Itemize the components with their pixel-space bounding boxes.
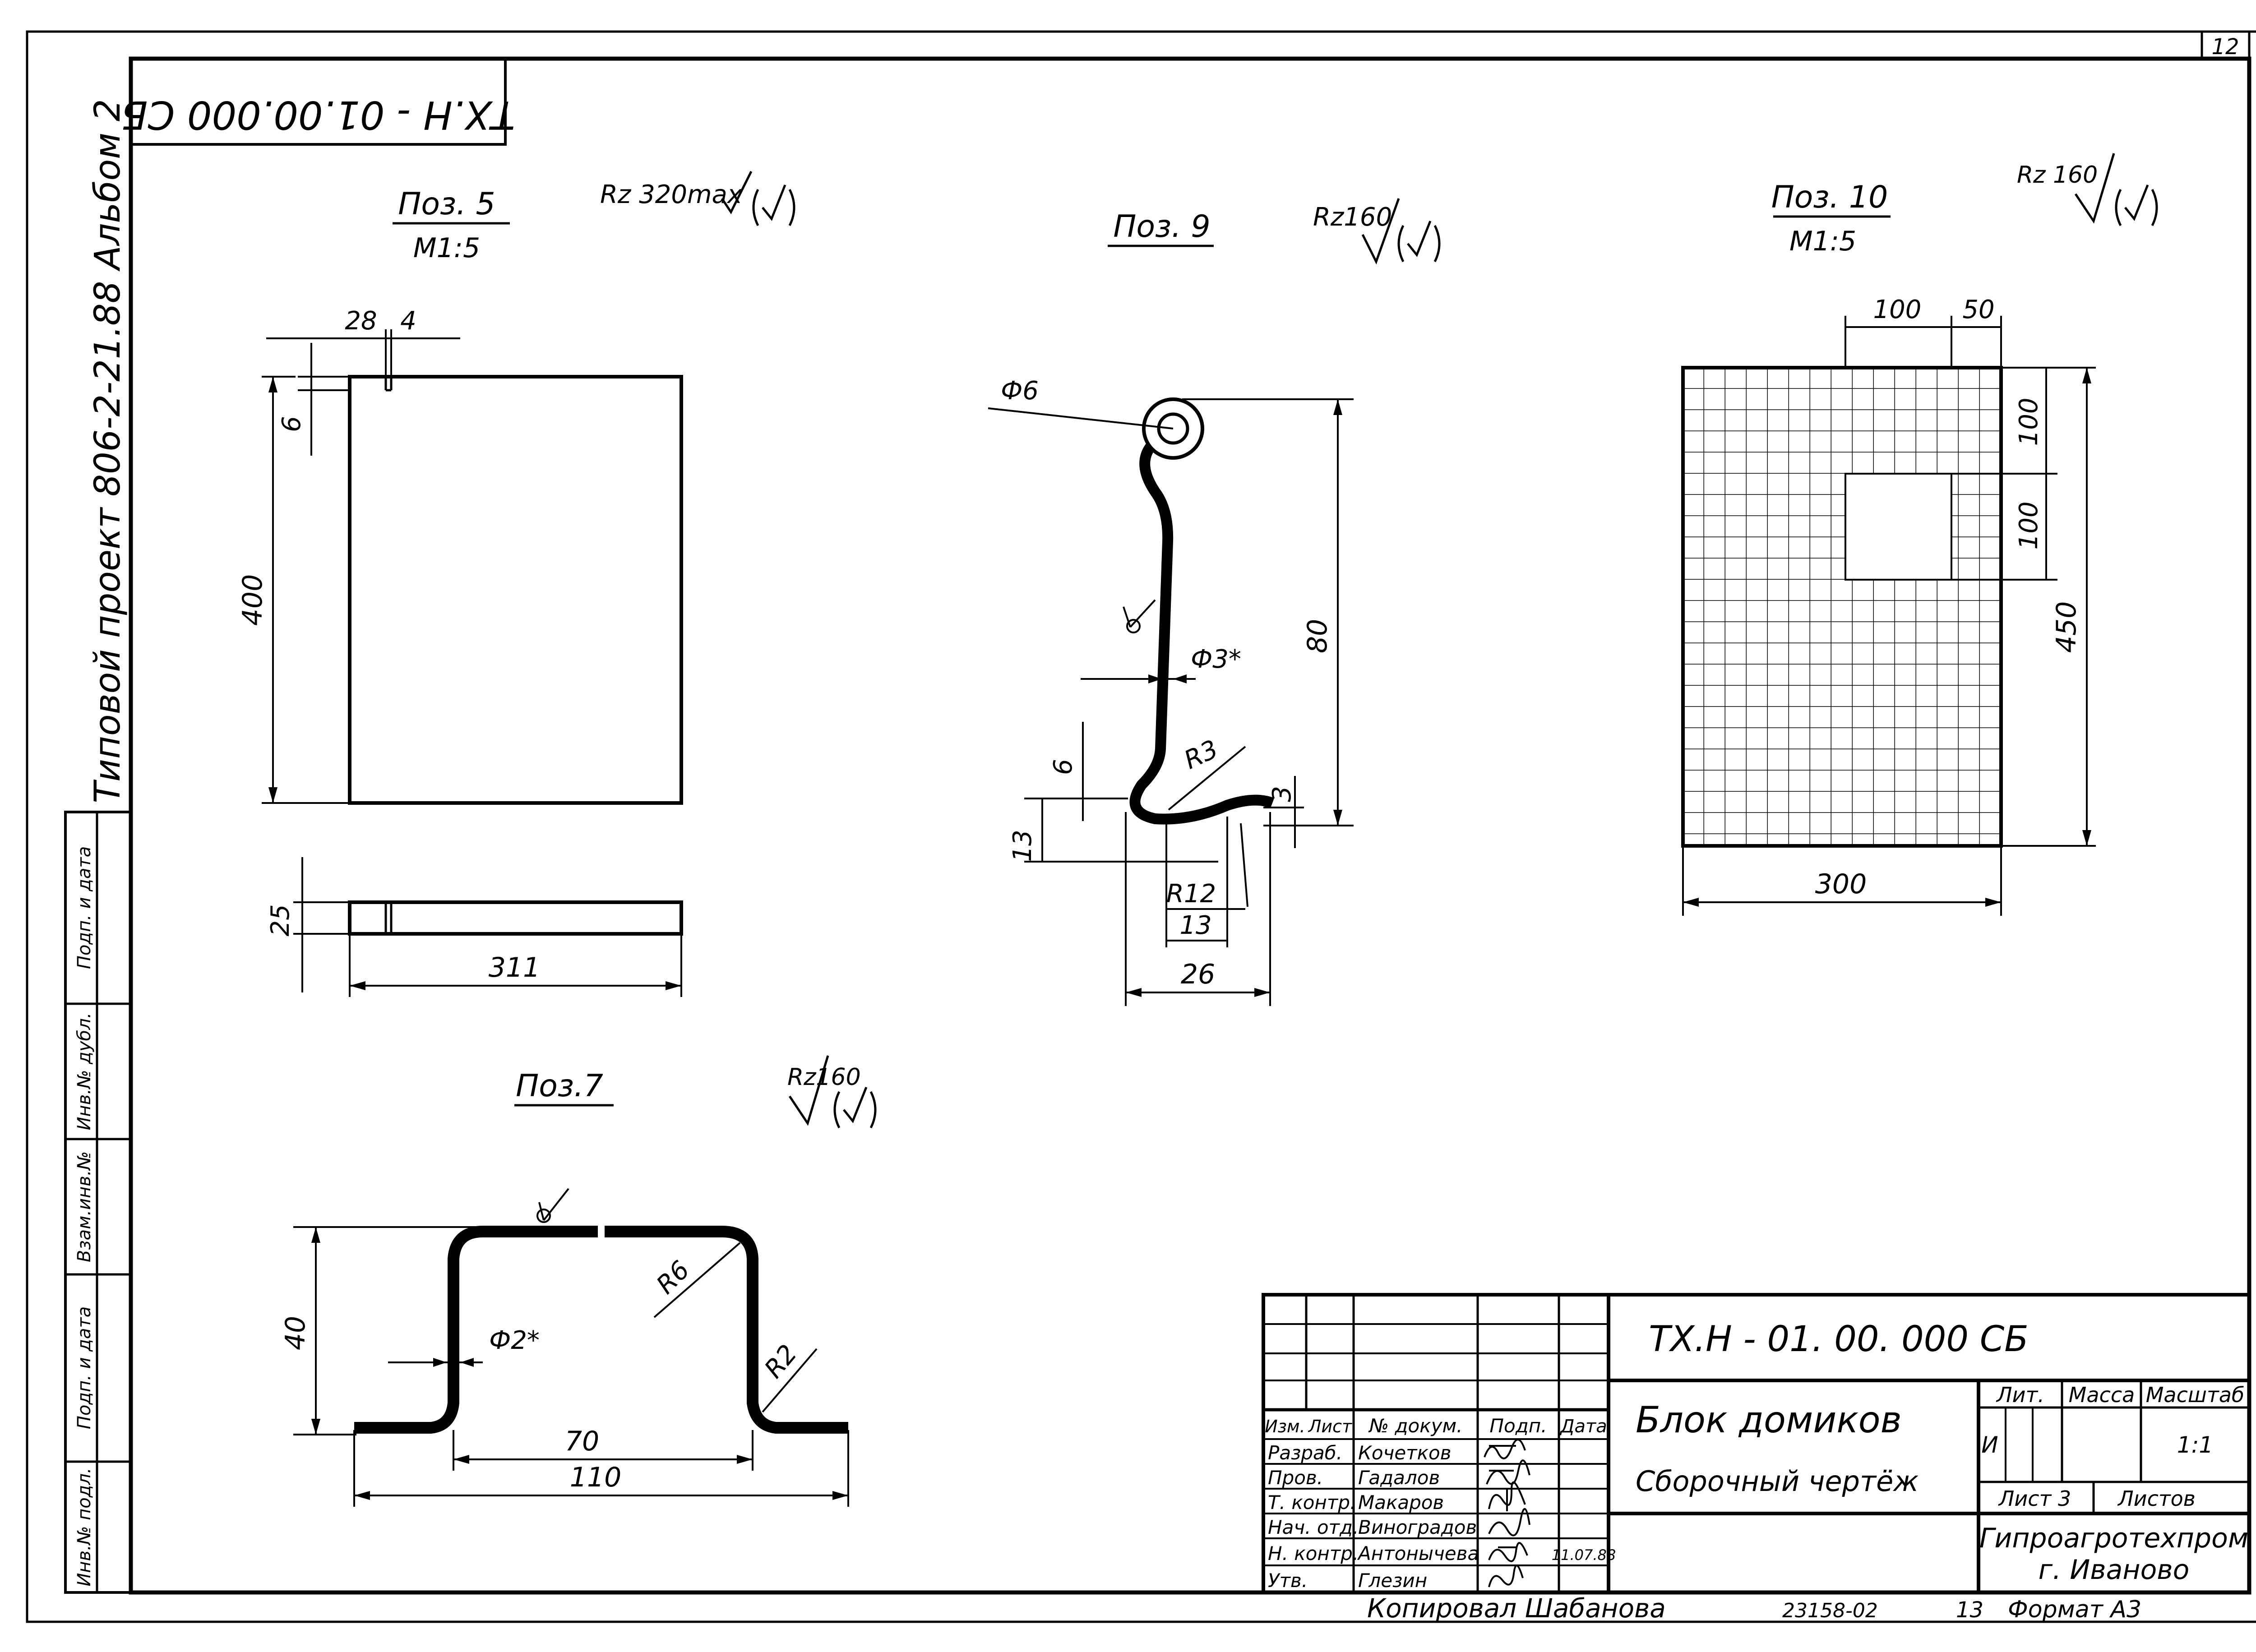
part-pos5: Поз. 5 M1:5 Rz 320max 28 4 6 400 25 <box>237 171 795 997</box>
tb-lit-value: И <box>1981 1432 1998 1458</box>
pos9-dim-dia6: Ф6 <box>1001 376 1039 406</box>
tb-org: Гипроагротехпром <box>1979 1523 2248 1554</box>
sheet-number-box <box>2201 30 2251 61</box>
pos7-title: Поз.7 <box>516 1068 603 1104</box>
pos9-roughness: Rz160 <box>1313 203 1392 232</box>
tb-mass-label: Масса <box>2069 1383 2135 1407</box>
pos5-dim-400: 400 <box>237 574 268 626</box>
pos9-dim-3: 3 <box>1267 786 1297 802</box>
pos7-bracket-left <box>354 1226 598 1434</box>
margin-label: Инв.№ подл. <box>74 1467 95 1586</box>
pos5-plate-side <box>348 900 683 936</box>
margin-label: Подп. и дата <box>74 846 95 969</box>
tb-scale-value: 1:1 <box>2177 1432 2213 1458</box>
tb-role: Утв. <box>1268 1569 1308 1592</box>
pos9-dim-26: 26 <box>1181 959 1215 990</box>
tb-lit-label: Лит. <box>1996 1383 2044 1407</box>
pos7-dim-dia2: Ф2* <box>489 1326 540 1355</box>
tb-role: Разраб. <box>1268 1442 1342 1464</box>
pos5-dim-311: 311 <box>489 952 541 983</box>
pos9-dim-r12: R12 <box>1166 879 1216 909</box>
tb-role-name: Глезин <box>1358 1569 1427 1592</box>
pos5-dim-4: 4 <box>400 306 416 336</box>
doc-code-rotated: TX.H - 01.00.000 CБ <box>121 92 515 137</box>
pos10-dim-100a: 100 <box>1873 295 1922 324</box>
pos7-dim-70: 70 <box>565 1426 599 1457</box>
tb-role: Т. контр. <box>1268 1491 1356 1514</box>
pos10-mesh <box>1683 368 2001 846</box>
pos7-dim-40: 40 <box>280 1316 311 1350</box>
pos9-dim-13a: 13 <box>1008 830 1037 862</box>
left-margin-table: Инв.№ подл. Подп. и дата Взам.инв.№ Инв.… <box>64 811 132 1594</box>
pos7-dim-r2: R2 <box>759 1339 803 1384</box>
sheet-number: 12 <box>2211 34 2239 60</box>
copied-by: Копировал Шабанова <box>1367 1593 1666 1624</box>
pos9-dim-dia3: Ф3* <box>1191 645 1241 674</box>
pos9-title: Поз. 9 <box>1113 209 1210 245</box>
margin-label: Взам.инв.№ <box>74 1151 95 1262</box>
pos5-dim-25: 25 <box>266 904 295 936</box>
pos10-opening <box>1845 474 1951 580</box>
pos10-dim-100b: 100 <box>2014 398 2043 446</box>
part-pos7: Поз.7 Rz160 40 Ф2* R6 R2 70 110 <box>280 1055 877 1507</box>
pos5-plate-front <box>348 375 683 805</box>
tb-city: г. Иваново <box>2039 1554 2190 1586</box>
tb-role-name: Макаров <box>1358 1491 1444 1514</box>
tb-header-doc: № докум. <box>1368 1415 1462 1437</box>
part-pos10: Поз. 10 M1:5 Rz 160 100 50 100 100 450 3… <box>1681 153 2158 916</box>
tb-sheet-label: Лист 3 <box>1998 1486 2071 1511</box>
tb-name: Блок домиков <box>1636 1399 1902 1441</box>
pos10-dim-100c: 100 <box>2014 502 2043 550</box>
pos10-dim-450: 450 <box>2051 601 2082 653</box>
tb-date: 11.07.88 <box>1552 1546 1616 1564</box>
order-number: 23158-02 <box>1782 1599 1878 1622</box>
outer-frame <box>26 30 2256 1623</box>
pos5-dim-6: 6 <box>277 416 306 432</box>
pos7-dim-r6: R6 <box>651 1255 696 1300</box>
tb-header-date: Дата <box>1559 1416 1607 1437</box>
pos9-dim-80: 80 <box>1302 619 1333 653</box>
tb-role-name: Кочетков <box>1358 1442 1451 1464</box>
pos5-scale: M1:5 <box>413 232 480 264</box>
doc-code-box <box>129 57 507 146</box>
tb-role-name: Гадалов <box>1358 1467 1440 1489</box>
signatures <box>1484 1439 1530 1587</box>
format-label: Формат A3 <box>2008 1596 2141 1623</box>
tb-role: Н. контр. <box>1268 1542 1359 1564</box>
tb-scale-label: Масштаб <box>2146 1383 2245 1407</box>
pos7-dim-110: 110 <box>570 1462 622 1493</box>
tb-doc-code: TX.H - 01. 00. 000 CБ <box>1649 1319 2029 1360</box>
pos5-title: Поз. 5 <box>398 186 495 222</box>
pos10-roughness: Rz 160 <box>2017 162 2098 189</box>
tb-role-name: Антонычева <box>1357 1542 1479 1564</box>
pos5-roughness: Rz 320max <box>600 180 743 209</box>
page-number: 13 <box>1956 1597 1983 1623</box>
title-block: Изм. Лист № докум. Подп. Дата Разраб. Ко… <box>1262 1293 2251 1594</box>
pos10-title: Поз. 10 <box>1771 180 1888 215</box>
margin-label: Подп. и дата <box>74 1306 95 1429</box>
tb-sheets-label: Листов <box>2117 1486 2196 1511</box>
margin-label: Инв.№ дубл. <box>74 1013 95 1131</box>
tb-doc-type: Сборочный чертёж <box>1636 1465 1919 1498</box>
tb-role: Пров. <box>1268 1467 1323 1489</box>
tb-role-name: Виноградов <box>1358 1516 1477 1538</box>
tb-header-izm: Изм. <box>1265 1417 1305 1436</box>
pos5-dim-28: 28 <box>345 306 377 336</box>
pos10-dim-50: 50 <box>1962 295 1994 324</box>
tb-header-list: Лист <box>1308 1417 1353 1436</box>
pos7-bracket-right <box>605 1226 848 1434</box>
tb-role: Нач. отд. <box>1268 1516 1359 1538</box>
pos10-scale: M1:5 <box>1789 226 1856 257</box>
tb-header-sign: Подп. <box>1489 1415 1547 1437</box>
pos9-dim-r3: R3 <box>1180 734 1223 775</box>
side-note: Типовой проект 806-2-21.88 Альбом 2 <box>88 99 128 803</box>
pos9-dim-6: 6 <box>1049 759 1078 775</box>
pos10-dim-300: 300 <box>1815 868 1867 900</box>
pos10-frame <box>1681 366 2003 848</box>
pos9-dim-13b: 13 <box>1179 911 1211 940</box>
part-pos9: Поз. 9 Rz160 Ф6 80 Ф3* R3 6 3 13 <box>988 198 1441 1006</box>
